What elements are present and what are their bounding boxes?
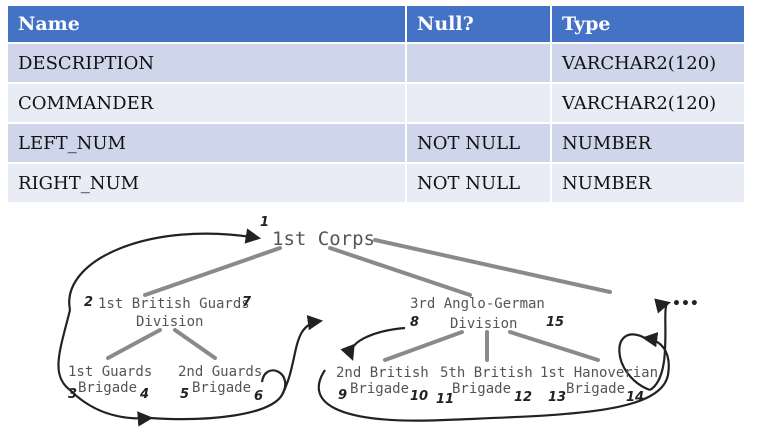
node-brigade1-line1: 1st Guards (68, 364, 152, 380)
number-15: 15 (546, 315, 564, 330)
cell-type: VARCHAR2(120) (551, 82, 746, 123)
cell-null (406, 82, 552, 123)
number-6: 6 (254, 389, 263, 404)
cell-null: NOT NULL (406, 162, 552, 202)
cell-name: LEFT_NUM (8, 122, 407, 163)
nested-set-numbers: 1 2 7 8 15 3 4 5 6 9 10 11 12 13 14 (68, 215, 644, 407)
number-10: 10 (410, 389, 428, 404)
node-brigade3-line2: Brigade (350, 381, 409, 397)
node-anglo-division-line1: 3rd Anglo-German (410, 296, 545, 312)
path-4-6 (149, 369, 287, 421)
edge-guards-brig2 (173, 328, 217, 360)
node-guards-division-line2: Division (136, 314, 203, 330)
table-row: COMMANDER VARCHAR2(120) (8, 82, 746, 123)
edge-guards-brig1 (106, 328, 162, 360)
path-1-2 (68, 228, 262, 311)
edge-corps-guards (143, 246, 282, 297)
number-1: 1 (260, 215, 269, 230)
header-name: Name (8, 6, 407, 43)
cell-name: COMMANDER (8, 82, 407, 123)
number-7: 7 (242, 295, 252, 310)
number-14: 14 (626, 390, 644, 405)
node-brigade4-line1: 5th British (440, 365, 533, 381)
header-type: Type (551, 6, 746, 43)
nested-set-tree-diagram: 1st Corps 1st British Guards Division 3r… (57, 215, 699, 427)
number-11: 11 (436, 392, 454, 407)
traversal-path (57, 228, 671, 427)
node-brigade2-line1: 2nd Guards (178, 364, 262, 380)
cell-null: NOT NULL (406, 122, 552, 163)
number-13: 13 (548, 390, 566, 405)
edge-corps-anglo (328, 246, 472, 297)
path-3-4 (69, 389, 154, 427)
node-brigade5-line1: 1st Hanoverian (540, 365, 658, 381)
number-2: 2 (84, 295, 93, 310)
cell-name: DESCRIPTION (8, 42, 407, 83)
edge-anglo-brig3 (383, 330, 464, 362)
node-guards-division-line1: 1st British Guards (98, 296, 250, 312)
node-anglo-division-line2: Division (450, 316, 517, 332)
table-row: LEFT_NUM NOT NULL NUMBER (8, 122, 746, 163)
node-brigade3-line1: 2nd British (336, 365, 429, 381)
tree-edges (106, 238, 612, 362)
path-8-9 (340, 326, 406, 361)
table-row: RIGHT_NUM NOT NULL NUMBER (8, 162, 746, 202)
path-2-3 (57, 309, 72, 391)
node-brigade1-line2: Brigade (78, 380, 137, 396)
number-9: 9 (338, 388, 347, 403)
number-3: 3 (68, 387, 77, 402)
table-header-row: Name Null? Type (8, 6, 746, 43)
edge-corps-more (373, 238, 612, 294)
node-brigade4-line2: Brigade (452, 381, 511, 397)
number-5: 5 (180, 387, 189, 402)
header-null: Null? (406, 6, 552, 43)
cell-name: RIGHT_NUM (8, 162, 407, 202)
node-labels: 1st Corps 1st British Guards Division 3r… (68, 228, 658, 397)
number-4: 4 (139, 387, 149, 402)
node-brigade2-line2: Brigade (192, 380, 251, 396)
node-brigade5-line2: Brigade (566, 381, 625, 397)
path-9-14 (317, 369, 446, 422)
table-row: DESCRIPTION VARCHAR2(120) (8, 42, 746, 83)
cell-type: VARCHAR2(120) (551, 42, 746, 83)
node-corps: 1st Corps (272, 228, 375, 250)
cell-type: NUMBER (551, 122, 746, 163)
path-bottom-right (444, 332, 670, 422)
edge-anglo-brig5 (508, 330, 600, 362)
cell-type: NUMBER (551, 162, 746, 202)
continuation-dots: ••• (672, 296, 699, 312)
cell-null (406, 42, 552, 83)
number-12: 12 (514, 390, 532, 405)
path-loop-14 (618, 333, 651, 392)
table-schema: Name Null? Type DESCRIPTION VARCHAR2(120… (8, 6, 746, 202)
path-6-8 (281, 315, 324, 396)
number-8: 8 (410, 315, 419, 330)
path-continuation (649, 298, 671, 391)
